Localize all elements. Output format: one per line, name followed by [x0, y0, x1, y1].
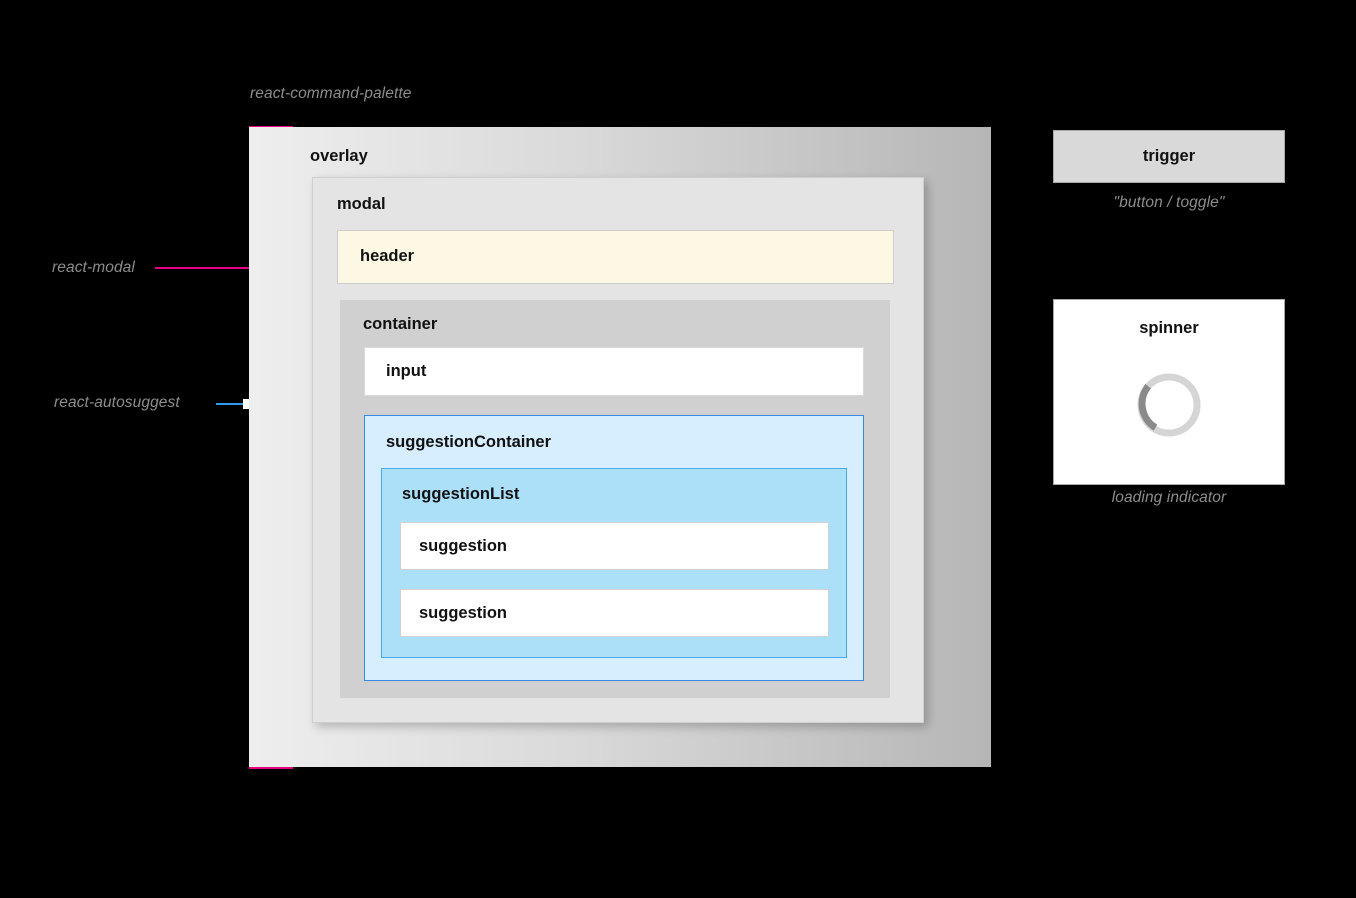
- spinner-panel: spinner: [1053, 299, 1285, 485]
- container-label: container: [363, 315, 438, 333]
- header-box: header: [337, 230, 894, 284]
- trigger-label: trigger: [1142, 147, 1196, 165]
- list-item[interactable]: suggestion: [400, 589, 829, 637]
- overlay-label: overlay: [310, 147, 368, 165]
- input-label: input: [386, 362, 427, 380]
- bracket-tick-bottom: [249, 767, 293, 769]
- suggestion-label: suggestion: [419, 537, 508, 555]
- spinner-icon: [1137, 373, 1201, 437]
- react-modal-leader-line: [155, 267, 250, 269]
- search-input[interactable]: input: [364, 347, 864, 396]
- trigger-button[interactable]: trigger: [1053, 130, 1285, 183]
- header-label: header: [360, 247, 415, 265]
- leader-line-crossing-gap: [243, 399, 250, 409]
- list-item[interactable]: suggestion: [400, 522, 829, 570]
- annotation-react-modal: react-modal: [52, 259, 135, 276]
- spinner-label: spinner: [1139, 319, 1199, 337]
- diagram-title-annotation: react-command-palette: [250, 85, 412, 102]
- spinner-caption: loading indicator: [1111, 489, 1227, 506]
- annotation-react-autosuggest: react-autosuggest: [54, 394, 180, 411]
- suggestion-label: suggestion: [419, 604, 508, 622]
- modal-label: modal: [337, 195, 386, 213]
- trigger-caption: "button / toggle": [1113, 194, 1225, 211]
- suggestion-list-label: suggestionList: [402, 485, 520, 503]
- suggestion-container-label: suggestionContainer: [386, 433, 552, 451]
